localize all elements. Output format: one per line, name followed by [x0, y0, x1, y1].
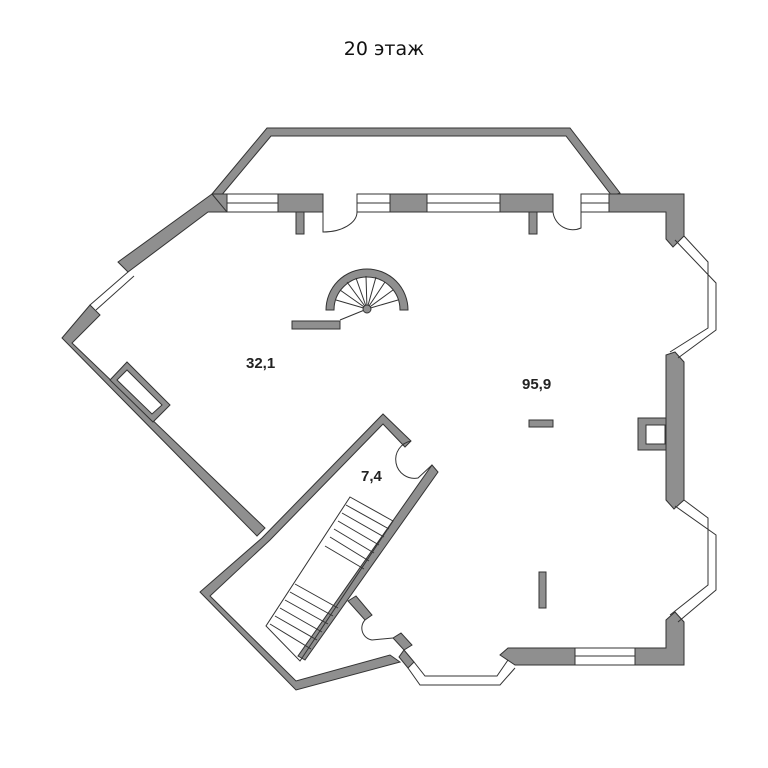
door[interactable] [322, 211, 358, 233]
column [538, 571, 547, 609]
wall-pier [295, 211, 305, 235]
floor-title: 20 этаж [343, 38, 425, 60]
room-area-label: 32,1 [246, 355, 276, 372]
spiral-staircase [291, 268, 409, 330]
window [89, 271, 129, 306]
wall-segment [665, 351, 685, 510]
door[interactable] [395, 440, 433, 479]
bay-window [407, 667, 516, 686]
door[interactable] [552, 211, 582, 231]
wall-segment [389, 193, 428, 213]
wall-segment [499, 647, 576, 666]
bath-wall [392, 632, 413, 651]
room-area-label: 95,9 [522, 376, 552, 393]
wall-segment [61, 304, 266, 537]
bath-wall [347, 595, 373, 621]
wall-segment [398, 649, 415, 669]
column [528, 419, 554, 428]
stairs [265, 496, 394, 662]
wall-corner [634, 611, 685, 666]
door[interactable] [361, 619, 394, 641]
bay-window [674, 505, 717, 623]
wall-pier [528, 211, 538, 235]
wall-segment [117, 193, 229, 273]
wall-corner [608, 193, 685, 248]
balcony-wall [211, 127, 621, 198]
wall-segment [499, 193, 554, 213]
wall-segment [277, 193, 324, 213]
bay-window [674, 239, 717, 359]
room-area-label: 7,4 [361, 468, 382, 485]
